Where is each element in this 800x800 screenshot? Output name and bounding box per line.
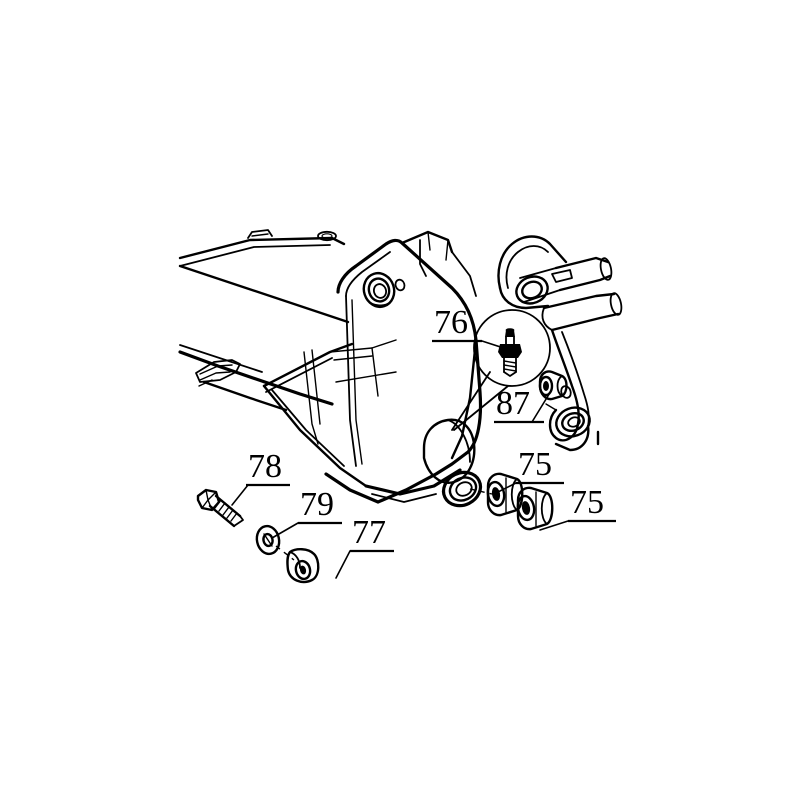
bushing-boss [286, 548, 320, 584]
callout-78-leader [231, 484, 249, 506]
callout-79[interactable]: 79 [271, 486, 342, 539]
callout-77[interactable]: 77 [335, 514, 394, 579]
callout-87[interactable]: 87 [494, 385, 552, 424]
callout-75-right[interactable]: 75 [539, 484, 616, 531]
spacer-bushing [538, 370, 568, 401]
pivot-bushing-a [486, 472, 524, 517]
detail-circle-grease-fitting [451, 309, 551, 431]
callout-76[interactable]: 76 [432, 304, 517, 353]
callout-77-number: 77 [352, 514, 386, 551]
pivot-bracket-plate [324, 230, 483, 508]
callout-77-leader [335, 550, 351, 579]
callout-75-right-number: 75 [570, 484, 604, 521]
pivot-bushing-b [516, 486, 554, 531]
hex-bolt [196, 488, 244, 528]
assembly-axis-a [275, 545, 295, 561]
callout-75-left-leader [495, 482, 517, 494]
boom-arm [178, 229, 350, 412]
callout-76-number: 76 [434, 304, 468, 341]
callout-75-left-number: 75 [518, 446, 552, 483]
linkage-arm-lower [545, 328, 600, 452]
callout-78-number: 78 [248, 448, 282, 485]
bracket-lower-eye [422, 418, 483, 508]
callout-78[interactable]: 78 [231, 448, 290, 506]
callout-87-number: 87 [496, 385, 530, 422]
callout-76-leader [481, 340, 517, 353]
linkage-arm-upper [497, 235, 623, 332]
bracket-upper-bore [362, 271, 396, 309]
callout-75-left[interactable]: 75 [495, 446, 564, 494]
callout-79-leader [271, 522, 299, 539]
flat-washer [255, 524, 281, 556]
callout-75-right-leader [539, 520, 569, 531]
callout-79-number: 79 [300, 486, 334, 523]
assembly-axis-b [469, 488, 493, 495]
gusset-web [262, 339, 397, 488]
callout-87-leader [531, 390, 552, 423]
